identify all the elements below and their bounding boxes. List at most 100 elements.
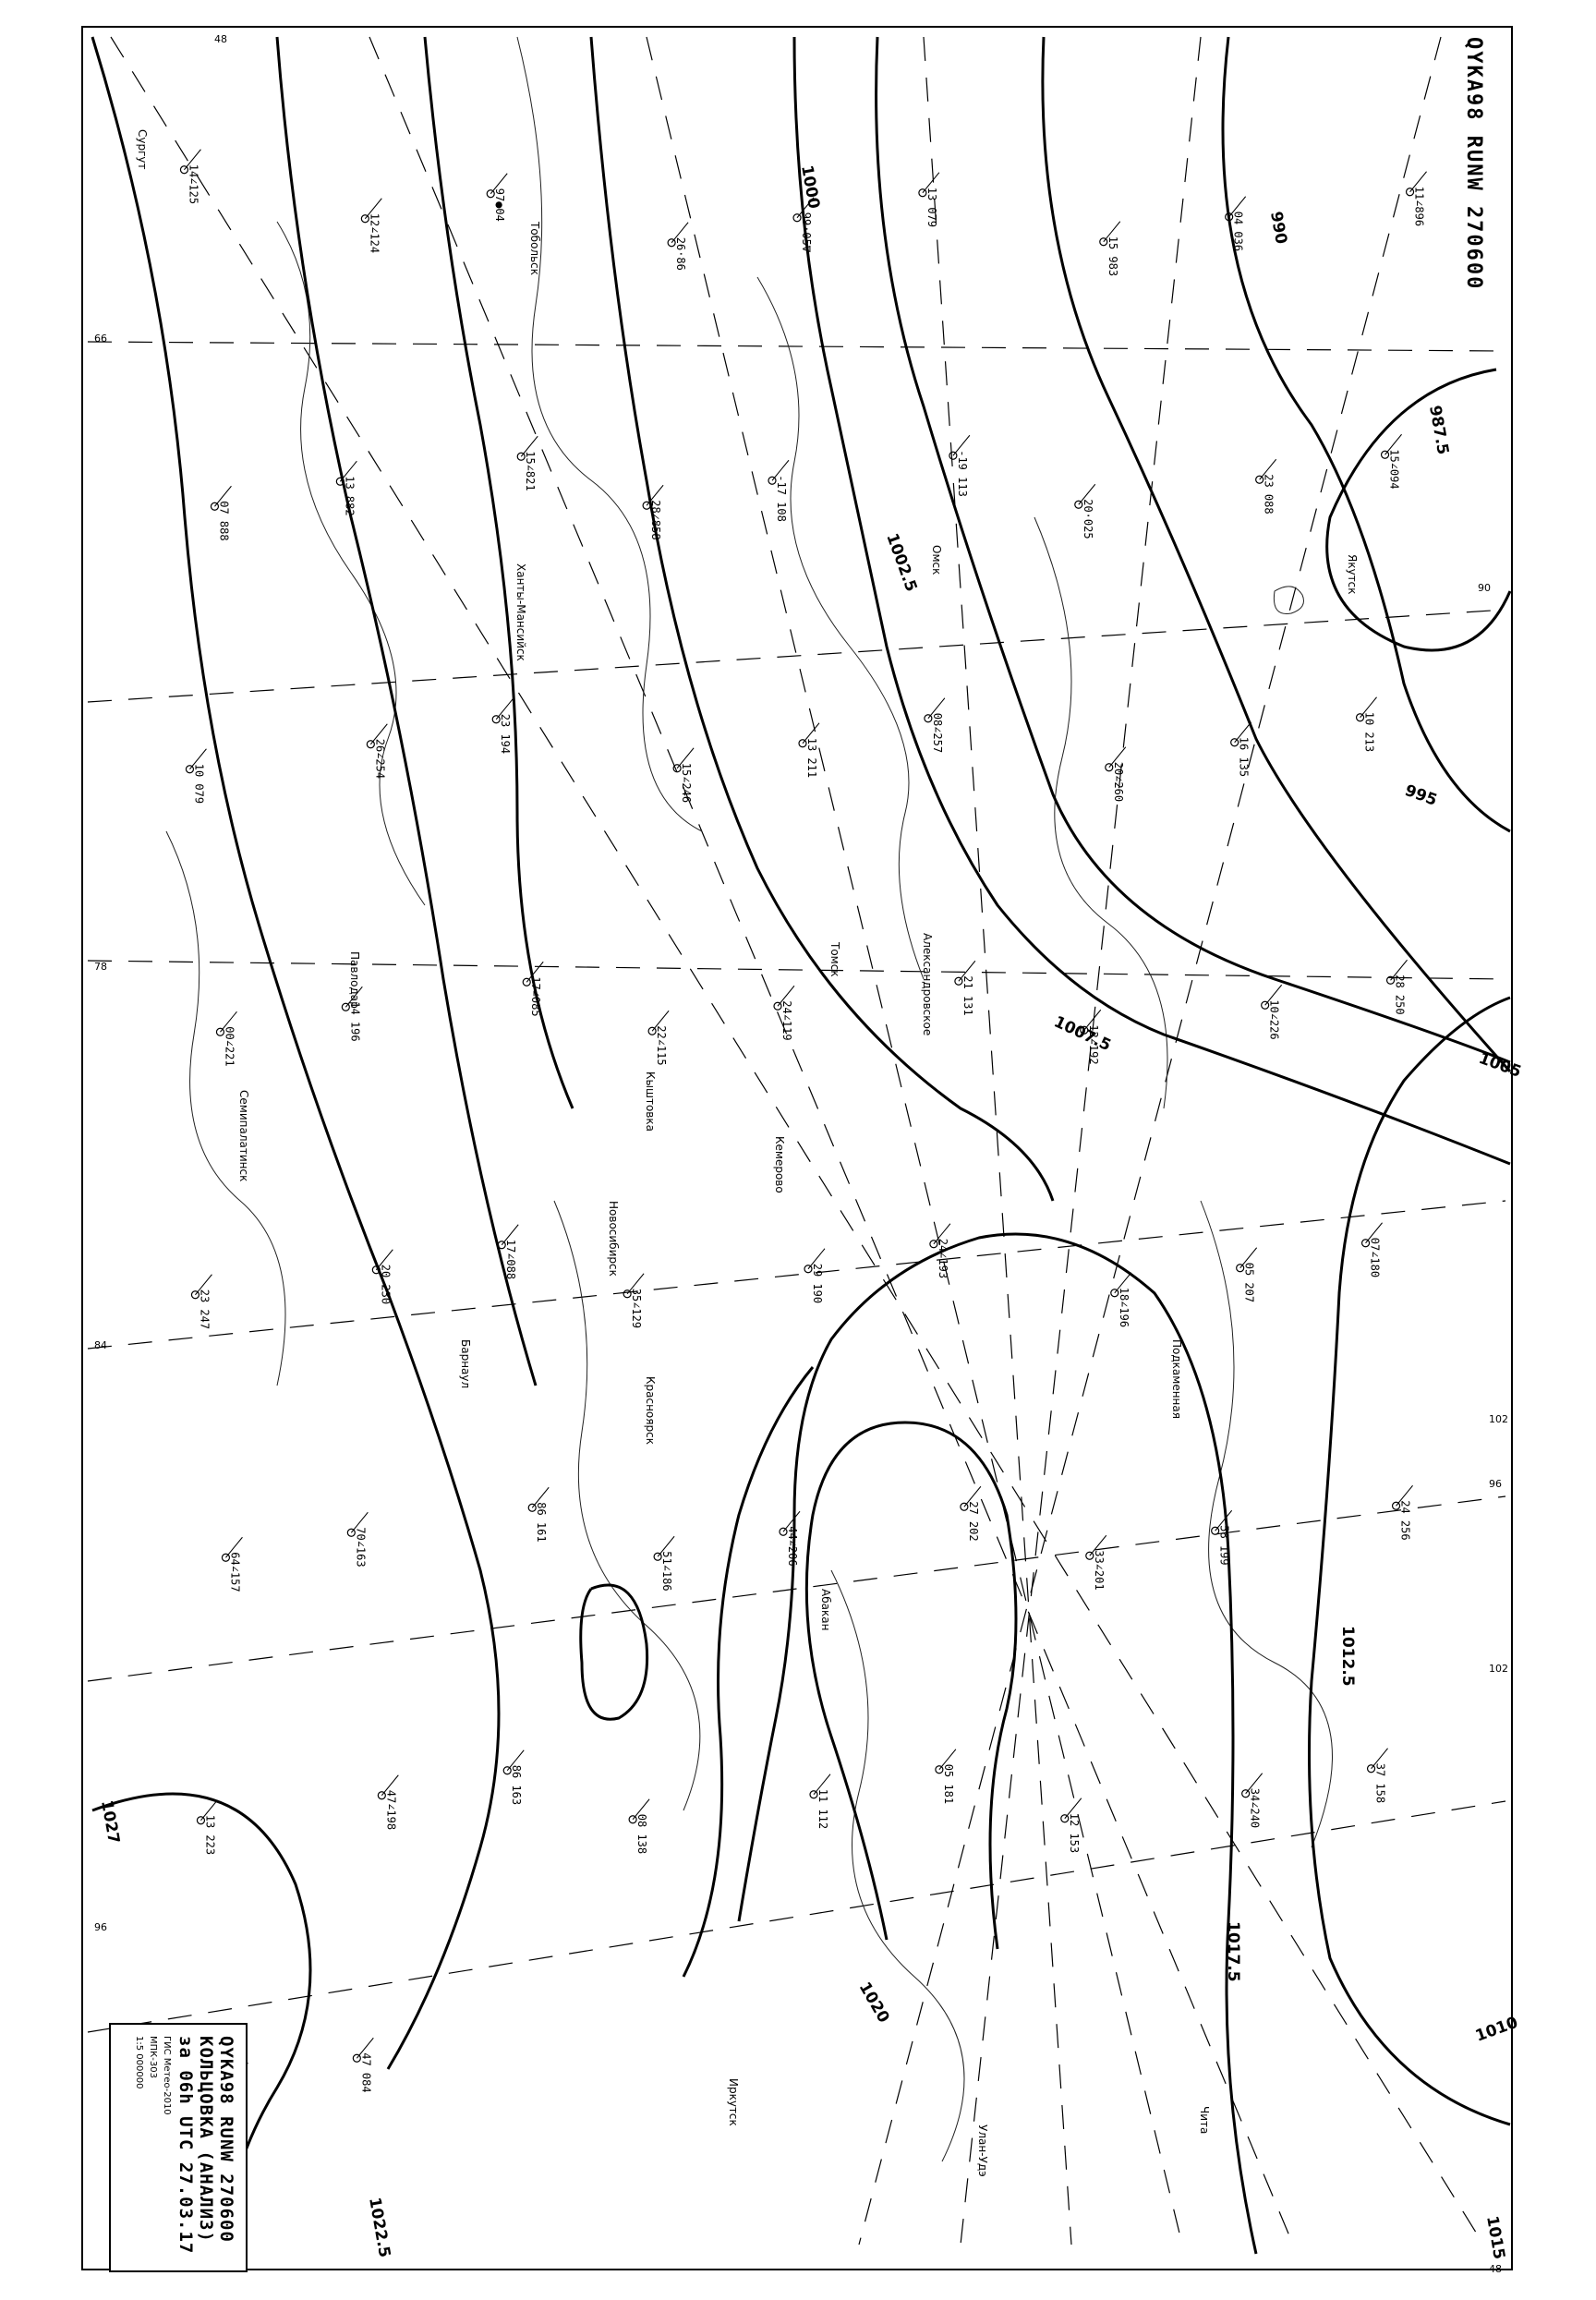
station-plot: 21 131 (954, 960, 976, 1016)
wind-barb (364, 198, 382, 220)
wind-barb (927, 697, 946, 720)
legend-date: за 06h UTC 27.03.17 (175, 2036, 196, 2255)
wind-barb (938, 1749, 957, 1771)
station-circle (1355, 713, 1365, 722)
station-value: -19 113 (956, 450, 969, 497)
station-value: 20 230 (379, 1265, 392, 1304)
station-circle (1230, 738, 1239, 747)
map-frame (81, 26, 1513, 2270)
station-circle (190, 1290, 200, 1300)
wind-barb (531, 1486, 550, 1508)
station-circle (1255, 475, 1264, 484)
wind-barb (1064, 1798, 1082, 1820)
station-plot: -19 113 (949, 434, 971, 497)
isobar-labels: 987.5 990 995 1000 1002.5 1005 1007.5 10… (97, 163, 1524, 2260)
wind-barb (1114, 1272, 1132, 1294)
station-value: 29 190 (811, 1264, 824, 1303)
station-value: 26∠254 (373, 739, 386, 779)
station-circle (949, 451, 958, 460)
station-circle (221, 1553, 231, 1562)
station-plot: 35∠129 (623, 1273, 645, 1328)
station-circle (366, 740, 375, 749)
station-circle (809, 1790, 818, 1799)
isobar-label: 1010 (1473, 2014, 1520, 2046)
station-value: 24∠193 (937, 1239, 949, 1278)
station-circle (768, 476, 777, 485)
grid-line (960, 36, 1202, 2246)
city-label: Абакан (819, 1589, 832, 1630)
station-plot: 27 202 (960, 1485, 982, 1542)
lake-outline (1273, 586, 1304, 614)
river-line (1034, 516, 1168, 1109)
station-plot: 11∠896 (1405, 171, 1427, 226)
wind-barb (526, 961, 544, 983)
station-value: 17∠085 (529, 976, 542, 1016)
station-circle (527, 1503, 537, 1512)
wind-barb (1245, 1773, 1264, 1795)
wind-barb (1371, 1748, 1388, 1770)
grid-line (87, 960, 1506, 980)
station-value: 97●04 (493, 188, 506, 222)
wind-barb (189, 748, 207, 770)
station-value: 20·025 (1082, 499, 1094, 539)
grid-edge-label: 102 (1489, 1413, 1508, 1425)
station-value: 13 882 (343, 476, 356, 515)
wind-barb (345, 986, 363, 1008)
grid-line (923, 36, 1072, 2246)
station-value: 00∠221 (223, 1026, 236, 1066)
city-label: Подкаменная (1170, 1339, 1183, 1419)
station-value: 28∠858 (649, 500, 662, 539)
station-circle (1211, 1526, 1220, 1535)
station-plot: 05 181 (935, 1749, 957, 1804)
river-line (553, 1200, 701, 1811)
wind-barb (922, 172, 940, 194)
city-label: Барнаул (459, 1339, 472, 1388)
station-plot: 28 250 (1385, 959, 1408, 1015)
station-circle (502, 1766, 512, 1775)
station-circle (486, 189, 495, 199)
wind-barb (1409, 171, 1427, 193)
city-label: Новосибирск (607, 1201, 620, 1277)
city-label: Томск (828, 941, 841, 977)
station-circle (1110, 1289, 1119, 1298)
wind-barb (195, 1274, 212, 1296)
wind-barb (777, 985, 795, 1007)
station-value: 15∠246 (680, 763, 693, 803)
station-value: 17∠088 (504, 1240, 517, 1279)
station-plot: 13 211 (798, 722, 820, 778)
station-circle (1085, 1551, 1094, 1560)
wind-barb (657, 1535, 675, 1557)
station-plot: 10 213 (1355, 696, 1377, 752)
wind-barb (1215, 1509, 1233, 1531)
station-plot: 58 199 (1211, 1509, 1233, 1566)
station-value: 12∠192 (1087, 1024, 1100, 1064)
isobar-label: 1012.5 (1338, 1626, 1357, 1687)
wind-barb (1264, 984, 1283, 1006)
station-value: 33∠201 (1093, 1550, 1106, 1590)
legend-credit: МПК-303 (148, 2036, 158, 2078)
station-value: 35∠129 (630, 1289, 643, 1328)
station-circle (346, 1528, 356, 1537)
station-value: 23 247 (198, 1289, 211, 1329)
city-label: Якутск (1346, 554, 1359, 595)
station-plot: 15∠094 (1380, 433, 1402, 490)
wind-barb (796, 197, 815, 219)
station-value: 16 135 (1238, 737, 1251, 777)
station-value: 58 199 (1218, 1525, 1231, 1565)
station-plot: 10∠226 (1261, 984, 1283, 1040)
station-value: 20∠260 (1112, 762, 1125, 802)
station-value: 28 250 (1394, 974, 1407, 1014)
station-value: 15∠821 (524, 451, 537, 490)
isobar (589, 36, 1055, 1202)
station-value: 86 161 (535, 1502, 548, 1542)
station-plot: 22∠115 (647, 1010, 670, 1066)
graticule (87, 36, 1506, 2246)
station-circle (1385, 975, 1396, 985)
wind-barb (651, 1010, 670, 1032)
isobar-label: 1022.5 (365, 2196, 393, 2258)
station-plot: 04 036 (1225, 196, 1247, 251)
station-plot: 24 256 (1391, 1484, 1413, 1541)
station-circle (516, 452, 526, 461)
